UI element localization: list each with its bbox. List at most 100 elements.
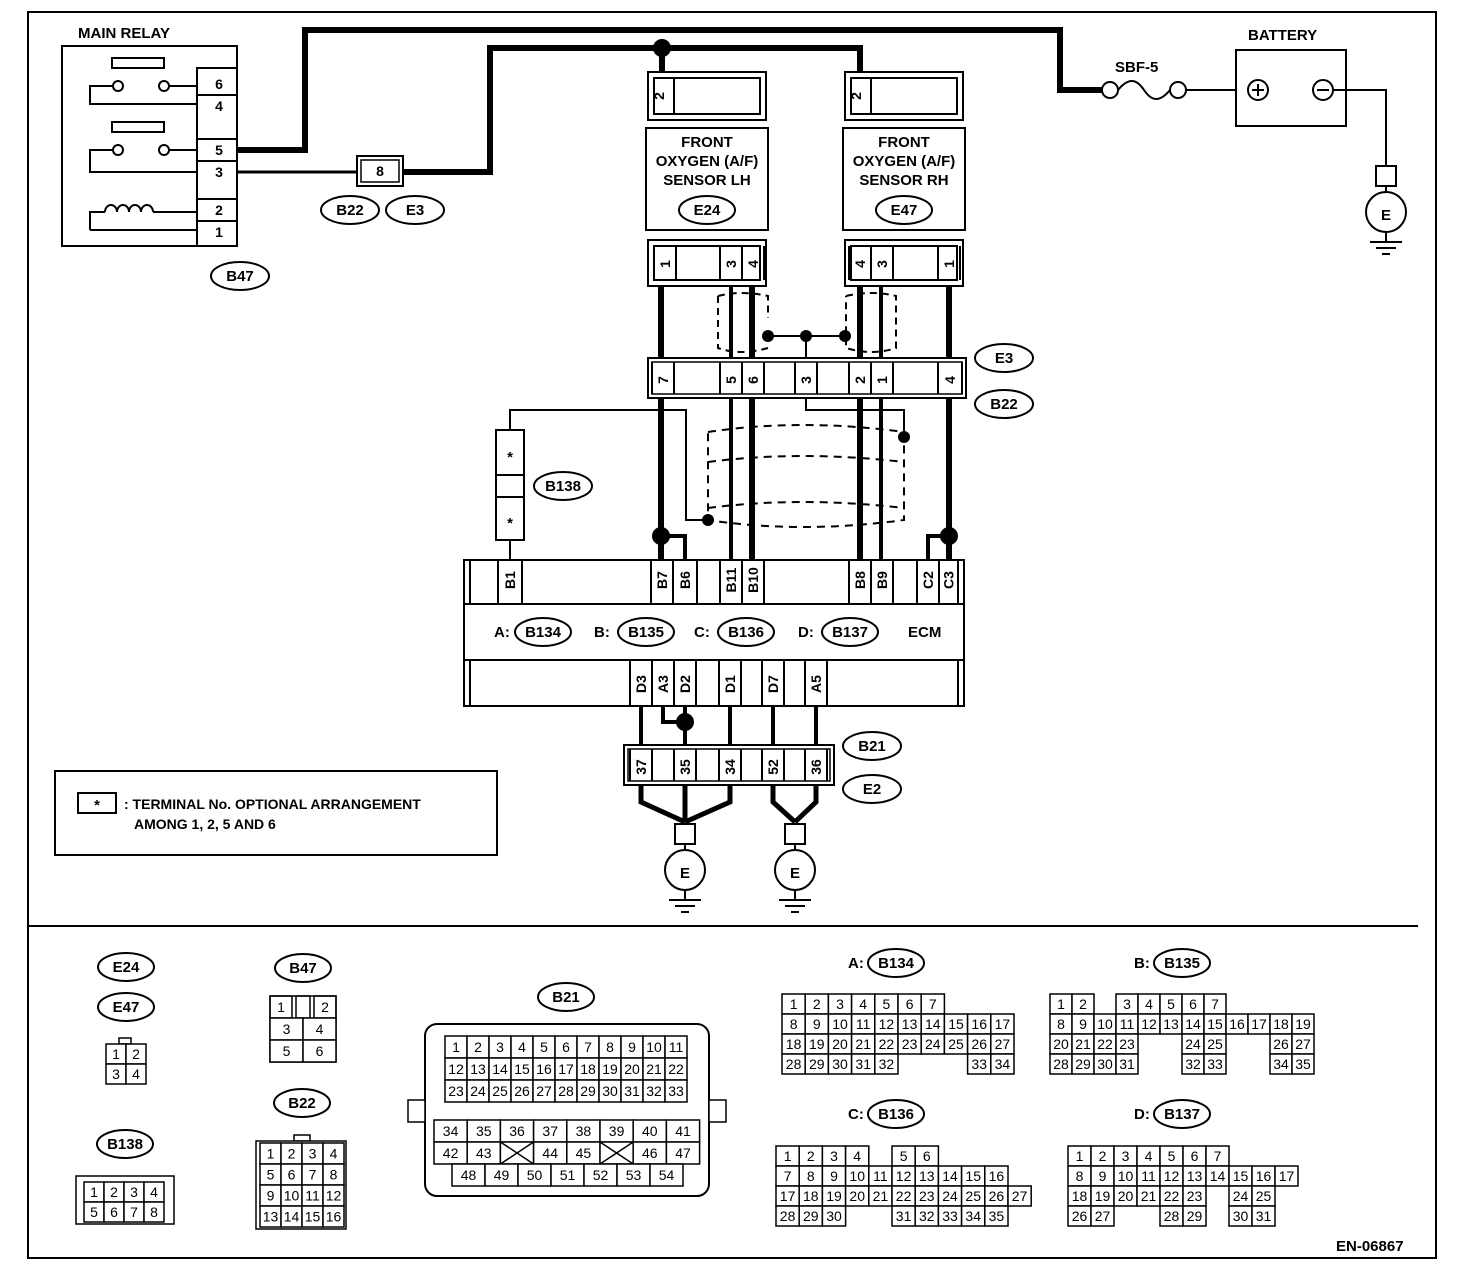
b138-view-pin-2: 2 <box>110 1184 118 1200</box>
b138-view-pin-5: 5 <box>90 1204 98 1220</box>
ground-joint-pin-37: 37 <box>633 759 649 775</box>
b135-view-pin-18: 18 <box>1273 1016 1289 1032</box>
e2-tag-label: E2 <box>863 781 881 798</box>
b21-view-pin-52: 52 <box>593 1167 609 1183</box>
b138-pin-mark-1: * <box>507 449 513 466</box>
b21-view-pin-32: 32 <box>646 1083 662 1099</box>
ecm-connector-B137-label: B137 <box>832 624 868 641</box>
b138-view-pin-1: 1 <box>90 1184 98 1200</box>
b21-view-pin-23: 23 <box>448 1083 464 1099</box>
b22-view-pin-16: 16 <box>326 1209 342 1225</box>
b136-view-pin-21: 21 <box>873 1188 889 1204</box>
b136-view-pin-32: 32 <box>919 1208 935 1224</box>
b21-view-pin-1: 1 <box>452 1039 460 1055</box>
diagram-id: EN-06867 <box>1336 1238 1404 1255</box>
b135-view-pin-24: 24 <box>1185 1036 1201 1052</box>
b47-view-pin-4: 4 <box>316 1021 324 1037</box>
b22-view-pin-14: 14 <box>284 1209 300 1225</box>
e2-tag: E2 <box>842 774 902 804</box>
relay-pin-1: 1 <box>215 224 223 240</box>
b137-view-pin-31: 31 <box>1256 1208 1272 1224</box>
b22-view-pin-4: 4 <box>330 1146 338 1162</box>
b21-view-pin-10: 10 <box>646 1039 662 1055</box>
b134-view-pin-20: 20 <box>832 1036 848 1052</box>
b21-view-pin-8: 8 <box>606 1039 614 1055</box>
b135-view-pin-25: 25 <box>1207 1036 1223 1052</box>
view-b138-tag-label: B138 <box>107 1136 143 1153</box>
b21-view-pin-7: 7 <box>584 1039 592 1055</box>
b21-view-pin-21: 21 <box>646 1061 662 1077</box>
b135-view-pin-12: 12 <box>1141 1016 1157 1032</box>
b21-view-pin-40: 40 <box>642 1123 658 1139</box>
b22-view-pin-7: 7 <box>309 1167 317 1183</box>
b138-view-pin-6: 6 <box>110 1204 118 1220</box>
b138-tag: B138 <box>533 471 593 501</box>
ecm-pin-C2: C2 <box>920 571 936 589</box>
ecm-pin-B8: B8 <box>852 571 868 589</box>
b134-view-pin-29: 29 <box>809 1056 825 1072</box>
b47-view-pin-2: 2 <box>321 999 329 1015</box>
b137-view-pin-10: 10 <box>1118 1168 1134 1184</box>
b21-tag-label: B21 <box>858 738 886 755</box>
battery: BATTERY <box>1235 27 1387 166</box>
joint-e3-tag-label: E3 <box>406 202 424 219</box>
b135-view-pin-20: 20 <box>1053 1036 1069 1052</box>
b137-view-pin-29: 29 <box>1187 1208 1203 1224</box>
b21-view-pin-48: 48 <box>461 1167 477 1183</box>
b21-view-pin-19: 19 <box>602 1061 618 1077</box>
b21-view-pin-2: 2 <box>474 1039 482 1055</box>
b135-view-pin-15: 15 <box>1207 1016 1223 1032</box>
b47-tag: B47 <box>210 261 270 291</box>
b21-view-pin-12: 12 <box>448 1061 464 1077</box>
view-b134-prefix: A: <box>848 955 864 972</box>
b137-view-pin-26: 26 <box>1072 1208 1088 1224</box>
b22-view-pin-10: 10 <box>284 1188 300 1204</box>
view-b134-tag-label: B134 <box>878 955 915 972</box>
b135-view-pin-22: 22 <box>1097 1036 1113 1052</box>
b22-view-pin-8: 8 <box>330 1167 338 1183</box>
b135-view-pin-32: 32 <box>1185 1056 1201 1072</box>
b47-view-pin-5: 5 <box>283 1043 291 1059</box>
fuse-label: SBF-5 <box>1115 59 1158 76</box>
b137-view-pin-3: 3 <box>1122 1148 1130 1164</box>
b137-view-pin-15: 15 <box>1233 1168 1249 1184</box>
b21-view-pin-18: 18 <box>580 1061 596 1077</box>
b134-view-pin-28: 28 <box>786 1056 802 1072</box>
lh-top-pin: 2 <box>651 92 667 100</box>
b134-view-pin-9: 9 <box>813 1016 821 1032</box>
b21-view-pin-43: 43 <box>476 1145 492 1161</box>
b134-view-pin-27: 27 <box>995 1036 1011 1052</box>
b21-view-pin-22: 22 <box>668 1061 684 1077</box>
b134-view-pin-11: 11 <box>856 1016 871 1032</box>
rh-title-line-1: FRONT <box>878 134 930 151</box>
ecm-connector-prefix-B136: C: <box>694 624 710 641</box>
view-b137-tag: B137 <box>1153 1099 1211 1129</box>
ecm-connector-B136: B136 <box>717 617 775 647</box>
b21-view-pin-20: 20 <box>624 1061 640 1077</box>
b134-view-pin-2: 2 <box>813 996 821 1012</box>
joint-pin-5: 5 <box>723 376 739 384</box>
b138-view-pin-4: 4 <box>150 1184 158 1200</box>
view-e47-tag: E47 <box>97 992 155 1022</box>
b21-view-pin-30: 30 <box>602 1083 618 1099</box>
b21-view-pin-4: 4 <box>518 1039 526 1055</box>
b137-view-pin-30: 30 <box>1233 1208 1249 1224</box>
b138-tag-label: B138 <box>545 478 581 495</box>
b22-view-pin-11: 11 <box>305 1188 320 1204</box>
b137-view-pin-27: 27 <box>1095 1208 1111 1224</box>
b22-view-pin-13: 13 <box>263 1209 279 1225</box>
view-e47-tag-label: E47 <box>113 999 140 1016</box>
b136-view-pin-28: 28 <box>780 1208 796 1224</box>
b137-view-pin-21: 21 <box>1141 1188 1157 1204</box>
view-b47-tag-label: B47 <box>289 960 317 977</box>
ground-right: E <box>774 823 816 913</box>
view-b136-prefix: C: <box>848 1106 864 1123</box>
ecm-pin-B1: B1 <box>502 571 518 589</box>
lh-connector-tag-label: E24 <box>694 202 721 219</box>
view-b137-tag-label: B137 <box>1164 1106 1200 1123</box>
joint-connector-8: 8 <box>356 155 404 187</box>
ecm-connector-B134: B134 <box>514 617 572 647</box>
